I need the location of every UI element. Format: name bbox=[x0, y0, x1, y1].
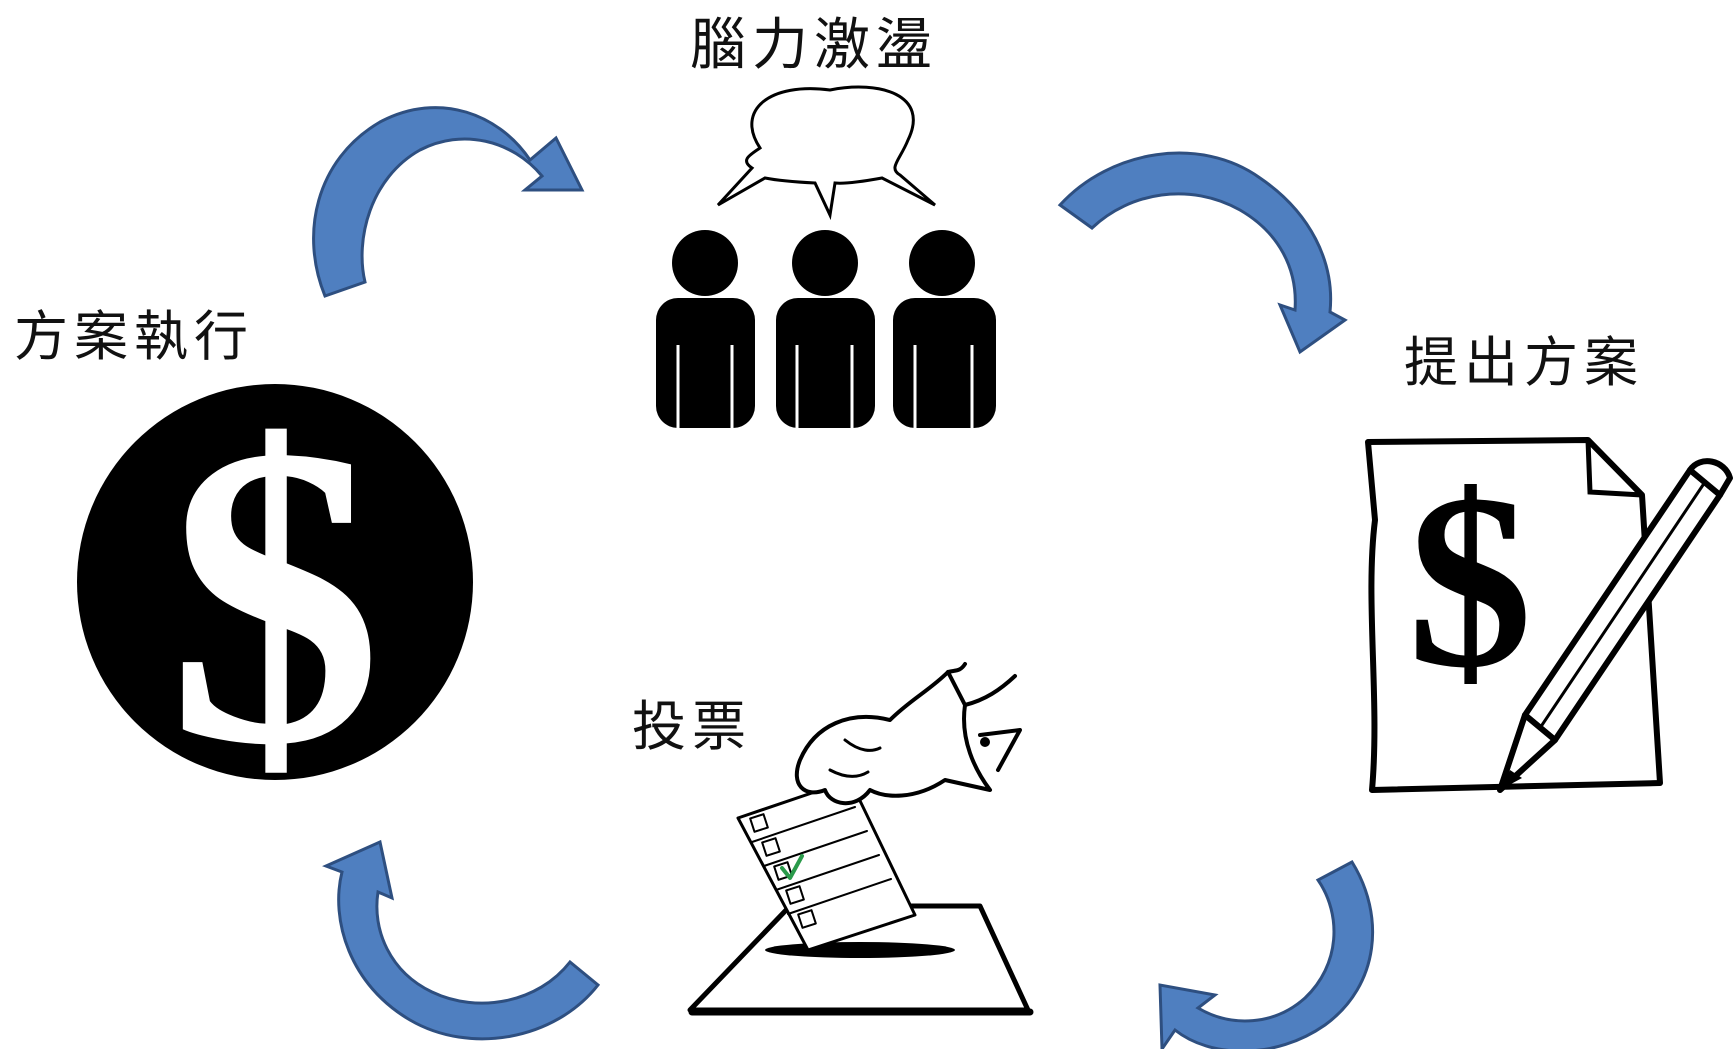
hand bbox=[794, 662, 1022, 806]
document-sheet bbox=[1365, 437, 1663, 793]
check-mark bbox=[780, 854, 804, 880]
ballot-paper bbox=[736, 778, 917, 952]
dollar-coin-icon: $ bbox=[77, 358, 473, 834]
arrow-execute-to-brainstorm bbox=[312, 106, 585, 298]
pencil bbox=[1497, 458, 1733, 793]
arrow-brainstorm-to-propose bbox=[1057, 151, 1348, 355]
label-execute: 方案執行 bbox=[14, 305, 254, 368]
svg-text:$: $ bbox=[1408, 443, 1533, 720]
dollar-document-pencil-icon: $ bbox=[1365, 437, 1733, 793]
person-middle bbox=[776, 230, 875, 428]
people-speech-bubble-icon bbox=[656, 85, 996, 428]
label-vote: 投票 bbox=[632, 695, 752, 758]
svg-text:$: $ bbox=[168, 358, 383, 834]
arrow-propose-to-vote bbox=[1158, 860, 1375, 1049]
person-left bbox=[656, 230, 755, 428]
person-right bbox=[893, 230, 996, 428]
label-propose: 提出方案 bbox=[1404, 331, 1644, 394]
arrow-vote-to-execute bbox=[322, 839, 601, 1041]
label-brainstorm: 腦力激盪 bbox=[690, 13, 938, 78]
ballot-box-hand-icon bbox=[687, 662, 1034, 1016]
speech-bubble bbox=[716, 85, 936, 221]
